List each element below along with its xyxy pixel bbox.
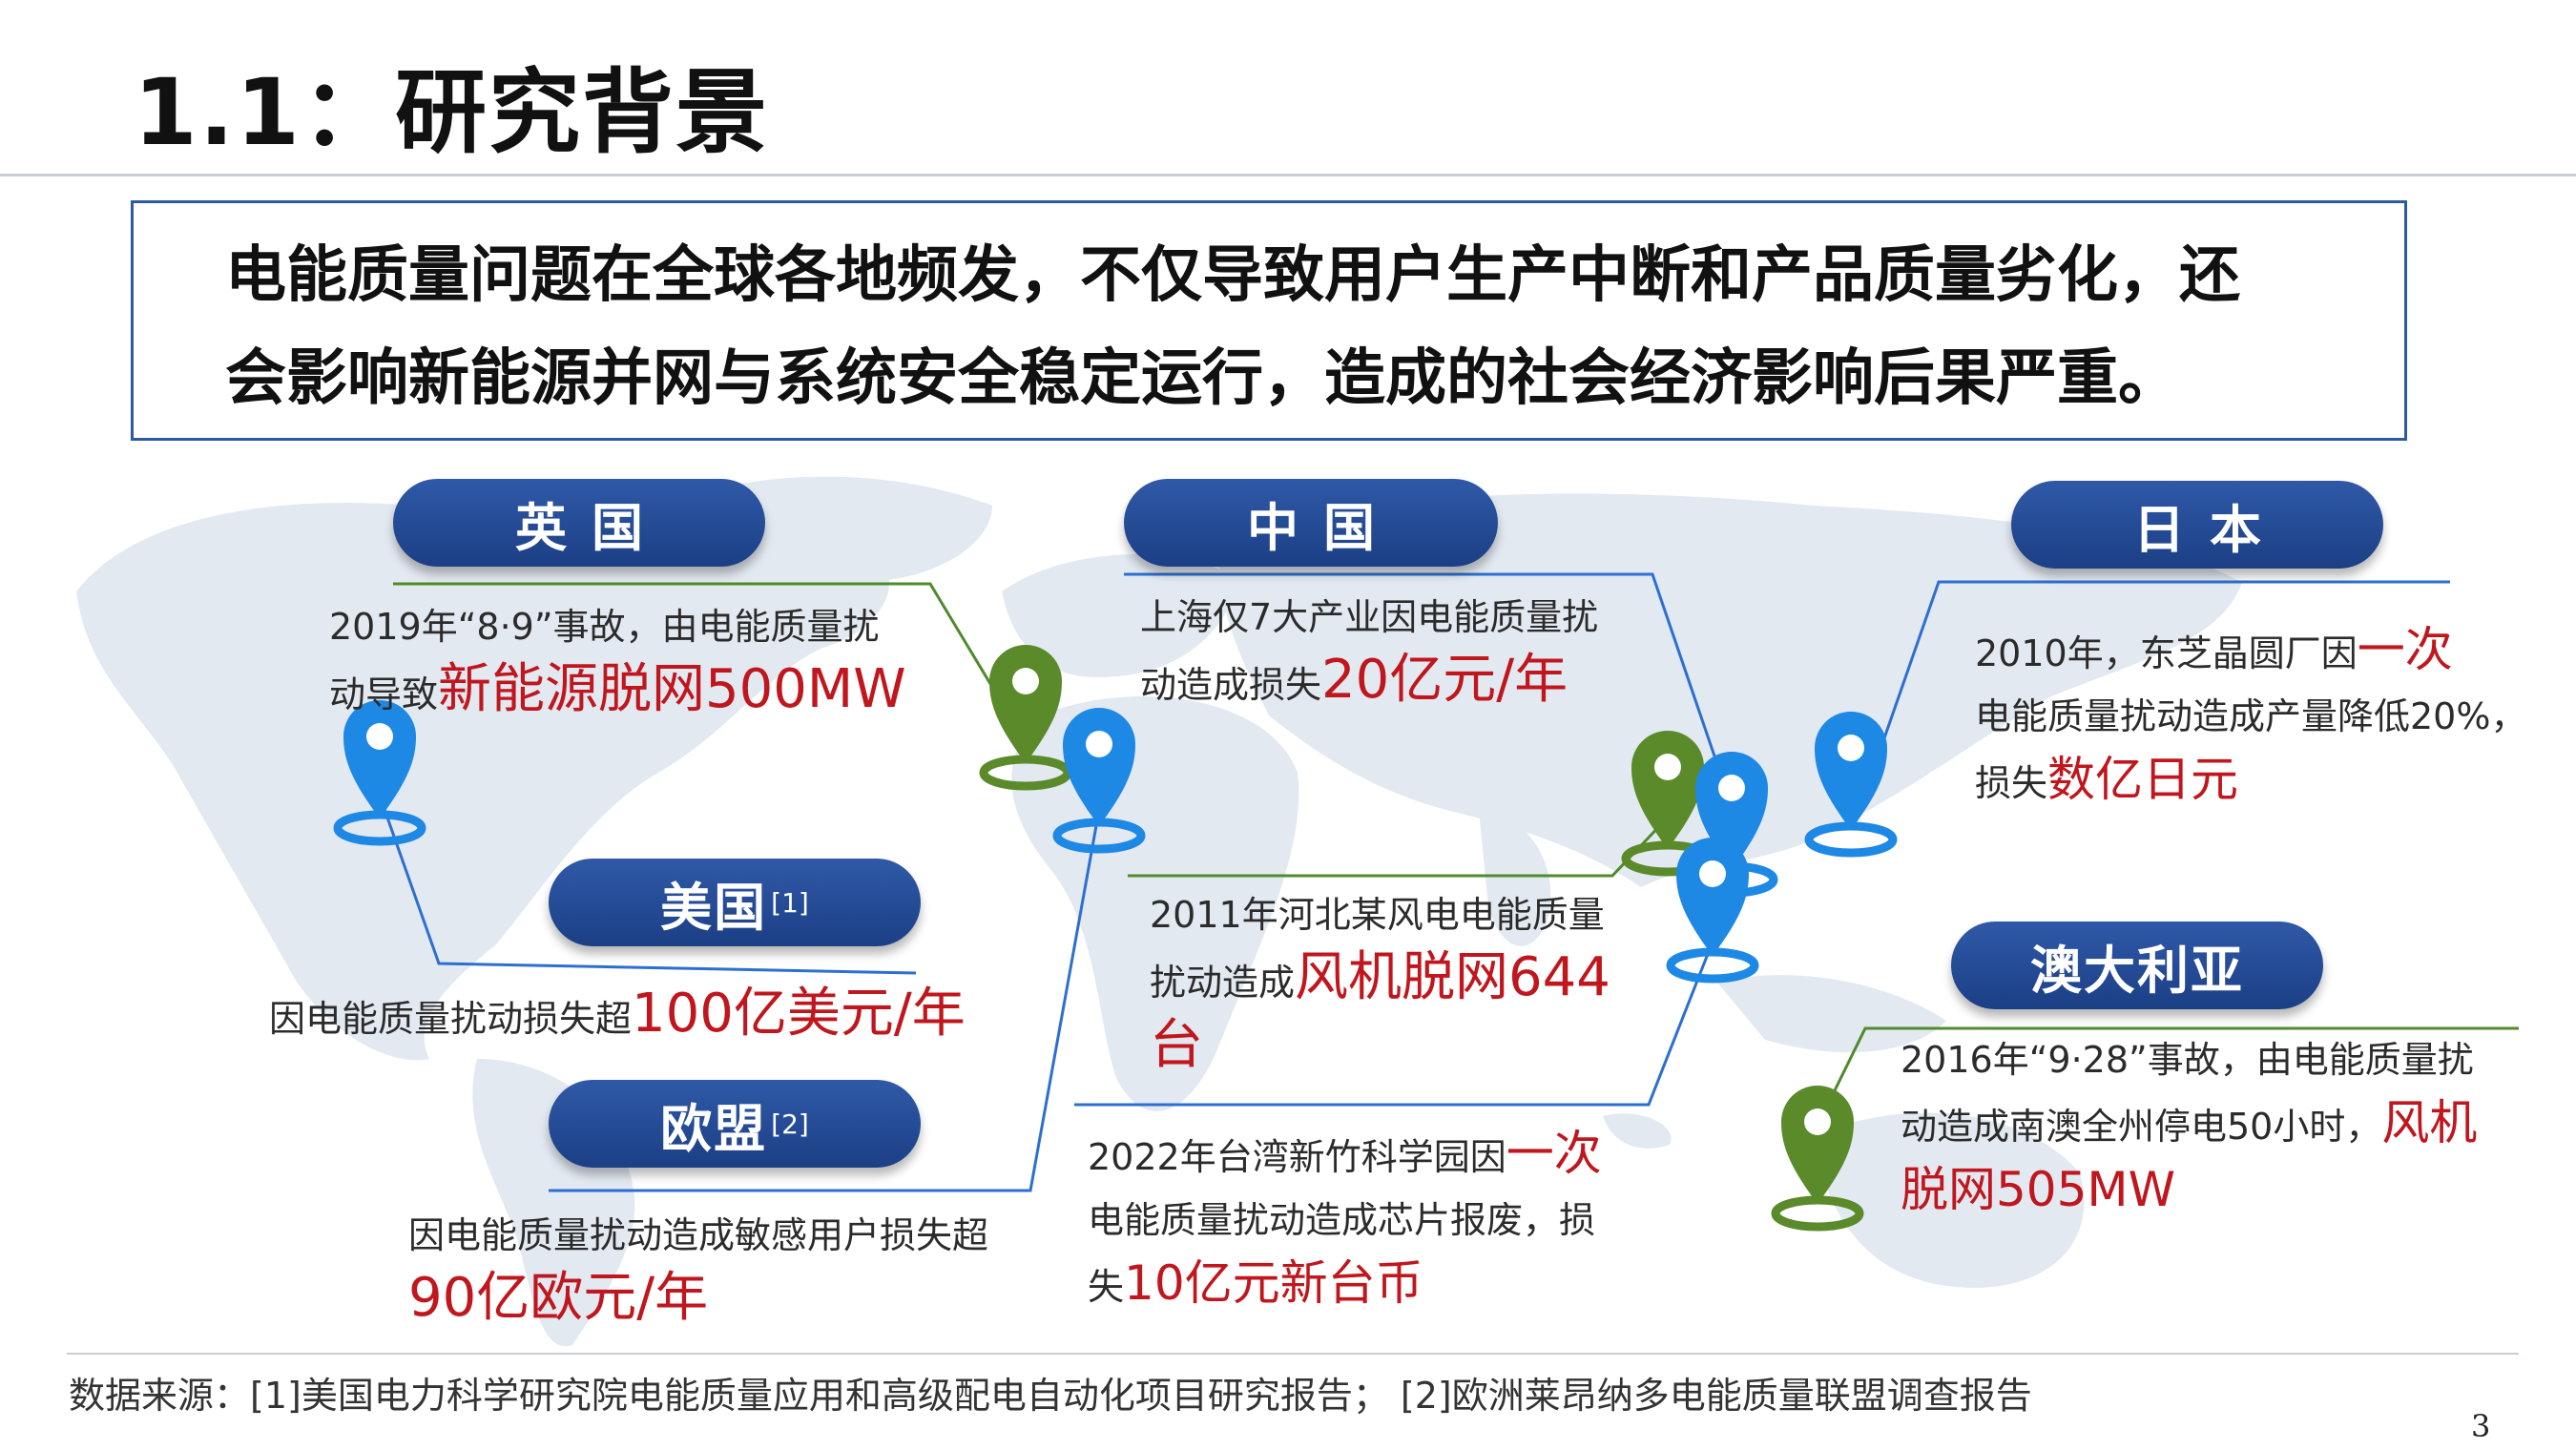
australia-highlight-1: 风机 — [2381, 1095, 2478, 1150]
pill-eu-label: 欧盟 — [660, 1098, 768, 1159]
usa-text: 因电能质量扰动损失超100亿美元/年 — [269, 983, 966, 1050]
data-source-note: 数据来源：[1]美国电力科学研究院电能质量应用和高级配电自动化项目研究报告； [… — [69, 1375, 2032, 1417]
australia-highlight-2: 脱网505MW — [1901, 1162, 2176, 1217]
pill-eu: 欧盟[2] — [549, 1080, 921, 1168]
shanghai-connector — [1124, 572, 1738, 821]
japan-highlight-1: 一次 — [2357, 622, 2453, 677]
summary-line-1: 电能质量问题在全球各地频发，不仅导致用户生产中断和产品质量劣化，还 — [225, 240, 2240, 311]
hebei-highlight-1: 风机脱网644 — [1295, 946, 1610, 1008]
australia-text: 2016年“9·28”事故，由电能质量扰 动造成南澳全州停电50小时，风机 脱网… — [1901, 1028, 2477, 1225]
usa-highlight: 100亿美元/年 — [632, 983, 966, 1045]
eu-connector — [549, 819, 1099, 1192]
hebei-text-prefix: 扰动造成 — [1150, 962, 1296, 1004]
uk-text: 2019年“8·9”事故，由电能质量扰 动导致新能源脱网500MW — [329, 595, 906, 726]
taiwan-connector — [1074, 953, 1710, 1107]
pin-japan — [1804, 712, 1898, 858]
shanghai-text-prefix: 动造成损失 — [1140, 664, 1322, 706]
japan-text-prefix-3: 损失 — [1975, 762, 2048, 804]
japan-text: 2010年，东芝晶圆厂因一次 电能质量扰动造成产量降低20%， 损失数亿日元 — [1975, 618, 2526, 815]
australia-text-line1: 2016年“9·28”事故，由电能质量扰 — [1901, 1039, 2474, 1081]
page-number: 3 — [2471, 1408, 2491, 1444]
ref-1: [1] — [771, 886, 809, 919]
pin-taiwan — [1666, 838, 1759, 984]
hebei-highlight-2: 台 — [1150, 1014, 1203, 1076]
pill-usa: 美国[1] — [549, 859, 921, 946]
taiwan-text-prefix-3: 失 — [1088, 1266, 1125, 1308]
pill-japan: 日本 — [2011, 481, 2383, 569]
eu-text: 因电能质量扰动造成敏感用户损失超 90亿欧元/年 — [408, 1204, 988, 1335]
uk-highlight: 新能源脱网500MW — [438, 658, 906, 720]
taiwan-highlight-2: 10亿元新台币 — [1124, 1255, 1423, 1311]
pill-uk: 英国 — [393, 479, 765, 567]
ref-2: [2] — [771, 1108, 809, 1140]
page-title: 1.1：研究背景 — [134, 59, 770, 166]
pill-china: 中国 — [1124, 479, 1498, 567]
pin-usa-west — [333, 700, 426, 846]
taiwan-text-prefix: 2022年台湾新竹科学园因 — [1088, 1136, 1506, 1178]
title-divider — [0, 174, 2576, 176]
shanghai-highlight: 20亿元/年 — [1321, 649, 1568, 711]
japan-text-prefix: 2010年，东芝晶圆厂因 — [1975, 632, 2358, 674]
eu-highlight: 90亿欧元/年 — [408, 1267, 709, 1329]
eu-text-line1: 因电能质量扰动造成敏感用户损失超 — [408, 1214, 989, 1256]
uk-text-prefix: 动导致 — [329, 673, 439, 715]
summary-box: 电能质量问题在全球各地频发，不仅导致用户生产中断和产品质量劣化，还 会影响新能源… — [131, 200, 2407, 441]
footer-divider — [67, 1353, 2519, 1355]
shanghai-text-line1: 上海仅7大产业因电能质量扰 — [1140, 596, 1599, 638]
usa-text-prefix: 因电能质量扰动损失超 — [269, 998, 633, 1040]
pin-europe — [1052, 708, 1146, 854]
japan-highlight-2: 数亿日元 — [2047, 752, 2239, 807]
pin-uk — [979, 645, 1072, 791]
taiwan-text-line2: 电能质量扰动造成芯片报废，损 — [1088, 1199, 1596, 1241]
taiwan-text: 2022年台湾新竹科学园因一次 电能质量扰动造成芯片报废，损 失10亿元新台币 — [1088, 1122, 1602, 1318]
australia-text-prefix: 动造成南澳全州停电50小时， — [1901, 1106, 2382, 1148]
hebei-text: 2011年河北某风电电能质量 扰动造成风机脱网644 台 — [1150, 883, 1610, 1082]
hebei-connector — [1128, 818, 1667, 878]
taiwan-highlight-1: 一次 — [1506, 1126, 1602, 1181]
shanghai-text: 上海仅7大产业因电能质量扰 动造成损失20亿元/年 — [1140, 586, 1598, 716]
pill-usa-label: 美国 — [660, 877, 768, 938]
hebei-text-line1: 2011年河北某风电电能质量 — [1150, 894, 1605, 936]
pill-australia: 澳大利亚 — [1951, 922, 2323, 1009]
summary-line-2: 会影响新能源并网与系统安全稳定运行，造成的社会经济影响后果严重。 — [225, 343, 2179, 414]
pin-hebei — [1621, 731, 1714, 877]
usa-connector — [380, 800, 917, 975]
uk-text-line1: 2019年“8·9”事故，由电能质量扰 — [329, 606, 880, 648]
japan-text-line2: 电能质量扰动造成产量降低20%， — [1975, 695, 2527, 737]
pin-australia — [1771, 1086, 1864, 1232]
